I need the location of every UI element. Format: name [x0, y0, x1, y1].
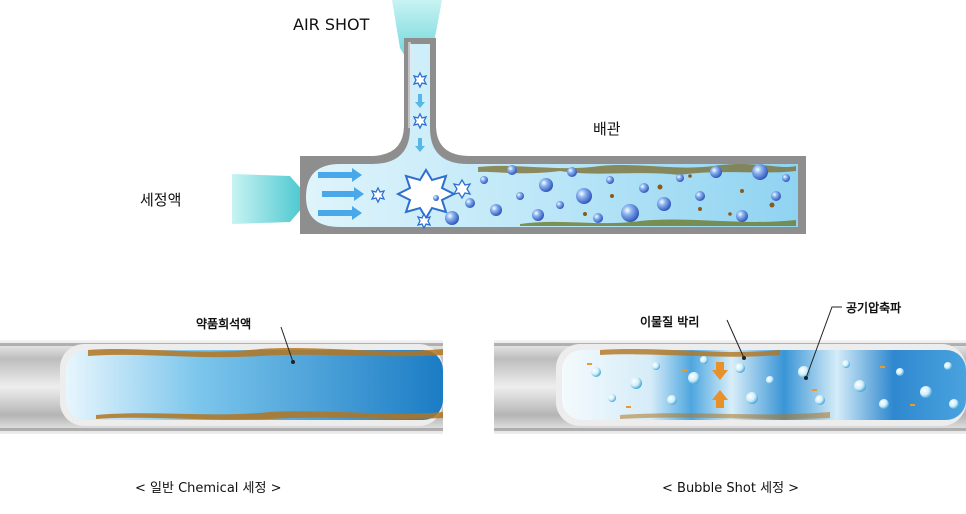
chemical-fluid: [66, 350, 443, 420]
bubble-shot-panel: [494, 306, 966, 434]
debris-top-left: [88, 348, 443, 358]
chemical-dilution-label: 약품희석액: [196, 317, 252, 331]
air-bubbles: [433, 164, 790, 225]
pipe-label: 배관: [593, 120, 621, 138]
cleaning-fluid-label: 세정액: [140, 191, 182, 209]
air-flow-arrows: [415, 94, 425, 152]
air-compression-wave-label: 공기압축파: [846, 301, 902, 315]
debris-peeling-label: 이물질 박리: [640, 315, 700, 329]
debris-bottom: [520, 219, 796, 226]
debris-flecks: [587, 363, 915, 408]
peel-arrows: [712, 362, 728, 408]
chemical-cleaning-caption: < 일반 Chemical 세정 >: [135, 481, 282, 496]
chemical-cleaning-panel: [0, 326, 443, 434]
shot-bubbles: [591, 356, 959, 409]
burst-star-icon: [395, 168, 457, 220]
bubble-shot-fluid: [562, 350, 966, 420]
flow-arrows: [318, 168, 364, 220]
debris-bottom-left: [96, 411, 443, 420]
debris-flecks: [583, 174, 775, 216]
cleaning-fluid-arrow: [232, 174, 310, 224]
spark-icons: [370, 71, 472, 230]
t-pipe-diagram: [232, 0, 806, 234]
air-shot-label: AIR SHOT: [293, 15, 370, 34]
bubble-shot-caption: < Bubble Shot 세정 >: [662, 481, 800, 496]
air-shot-arrow: [392, 0, 442, 74]
